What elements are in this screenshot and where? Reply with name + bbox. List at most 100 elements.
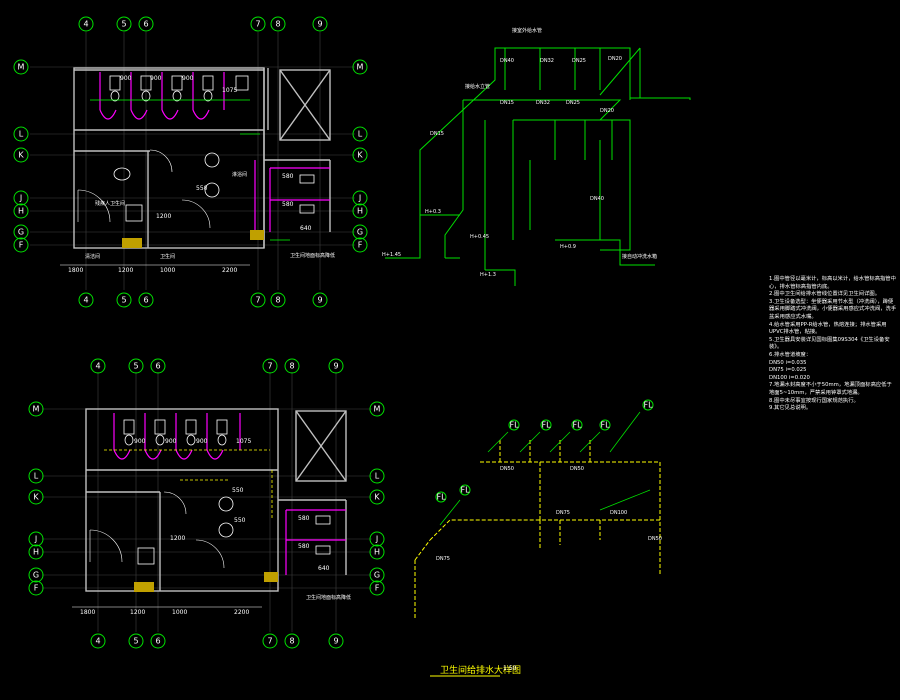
note-line-8: DN100 i=0.020 bbox=[769, 374, 810, 381]
dim-bot-int-2: 900 bbox=[196, 438, 208, 445]
iso-w-elev-1: H+0.3 bbox=[425, 209, 441, 215]
axis-top-l3: J bbox=[19, 194, 22, 203]
dim-top-int-6: 580 bbox=[282, 173, 294, 180]
iso-w-label-2: DN25 bbox=[572, 58, 586, 64]
axis-top-b5: 9 bbox=[317, 296, 322, 305]
axis-bot-r1: L bbox=[375, 472, 380, 481]
axis-top-l4: H bbox=[18, 207, 24, 216]
note-line-0: 1.图中管径以毫米计，标高以米计，给水管标高指管中心，排水管标高指管内底。 bbox=[769, 276, 896, 290]
hatch-bottom-2 bbox=[264, 572, 278, 582]
dim-bot-int-8: 640 bbox=[318, 565, 330, 572]
iso-w-elev-3: H+1.3 bbox=[480, 272, 496, 278]
axis-bot-l0: M bbox=[33, 405, 40, 414]
dims-bottom: 1800 1200 1000 2200 900 900 900 1075 550… bbox=[72, 438, 351, 616]
iso-d-fix-5: FL bbox=[460, 486, 470, 495]
iso-w-note-0: 接室外给水管 bbox=[512, 27, 542, 34]
iso-drain-labels: DN50 DN50 DN75 DN100 DN50 DN75 bbox=[436, 466, 662, 562]
axis-bot-a5: 9 bbox=[333, 362, 338, 371]
note-label-top: 卫生间地面标高降低 bbox=[290, 252, 335, 259]
iso-w-label-7: DN20 bbox=[600, 108, 614, 114]
axis-top-b3: 7 bbox=[255, 296, 260, 305]
axis-bot-b4: 8 bbox=[289, 637, 294, 646]
iso-w-elev-0: H+1.45 bbox=[382, 252, 401, 258]
plan-bottom: 1800 1200 1000 2200 900 900 900 1075 550… bbox=[28, 358, 385, 649]
note-line-6: DN50 i=0.035 bbox=[769, 359, 807, 366]
axis-top-r0: M bbox=[357, 63, 364, 72]
iso-d-fix-2: FL bbox=[572, 421, 582, 430]
dim-bot-int-9: 550 bbox=[234, 517, 246, 524]
partitions-top bbox=[99, 72, 330, 240]
iso-d-label-1: DN50 bbox=[570, 466, 584, 472]
walls-top bbox=[73, 67, 331, 249]
axis-bot-l2: K bbox=[33, 493, 39, 502]
dim-top-0: 1800 bbox=[68, 267, 83, 274]
dim-top-int-4: 550 bbox=[196, 185, 208, 192]
axes-plan-bottom: 4 5 6 7 8 9 4 5 6 7 8 9 M L K J H G F M … bbox=[28, 358, 385, 649]
axis-top-b4: 8 bbox=[275, 296, 280, 305]
hatch-top-1 bbox=[122, 238, 142, 248]
axis-top-b1: 5 bbox=[121, 296, 126, 305]
partitions-bottom bbox=[113, 413, 346, 575]
note-line-7: DN75 i=0.025 bbox=[769, 367, 807, 374]
axis-bot-r0: M bbox=[374, 405, 381, 414]
walls-bottom bbox=[85, 408, 347, 592]
axis-bot-a3: 7 bbox=[267, 362, 272, 371]
iso-d-label-5: DN75 bbox=[436, 556, 450, 562]
iso-drain-risers bbox=[439, 411, 651, 526]
iso-drain-fixtures: FL FL FL FL FL FL FL bbox=[435, 399, 654, 503]
note-label-bottom: 卫生间地面标高降低 bbox=[306, 594, 351, 601]
axis-bot-b5: 9 bbox=[333, 637, 338, 646]
doors-top bbox=[77, 149, 211, 229]
iso-w-label-8: DN15 bbox=[430, 131, 444, 137]
dim-top-int-1: 900 bbox=[150, 75, 162, 82]
axis-bot-l5: G bbox=[33, 571, 39, 580]
axis-bot-b3: 7 bbox=[267, 637, 272, 646]
iso-d-label-3: DN100 bbox=[610, 510, 627, 516]
dim-bot-int-0: 900 bbox=[134, 438, 146, 445]
axis-bot-a1: 5 bbox=[133, 362, 138, 371]
iso-w-note-2: 接自动冲洗水箱 bbox=[622, 253, 657, 260]
dim-bot-0: 1800 bbox=[80, 609, 95, 616]
dim-top-int-0: 900 bbox=[120, 75, 132, 82]
axis-top-a4: 8 bbox=[275, 20, 280, 29]
axis-top-a3: 7 bbox=[255, 20, 260, 29]
note-line-5: 6.排水管道坡度： bbox=[769, 351, 812, 358]
dim-bot-1: 1200 bbox=[130, 609, 145, 616]
axis-top-l0: M bbox=[18, 63, 25, 72]
axis-bot-a2: 6 bbox=[155, 362, 160, 371]
dim-top-3: 2200 bbox=[222, 267, 237, 274]
axis-bot-l4: H bbox=[33, 548, 39, 557]
axis-top-l2: K bbox=[18, 151, 24, 160]
axis-top-a2: 6 bbox=[143, 20, 148, 29]
axis-top-r2: K bbox=[357, 151, 363, 160]
iso-d-fix-4: FL bbox=[643, 401, 653, 410]
iso-w-elev-4: H+0.9 bbox=[560, 244, 576, 250]
axis-top-r3: J bbox=[358, 194, 361, 203]
axis-bot-r4: H bbox=[374, 548, 380, 557]
hatch-top-2 bbox=[250, 230, 264, 240]
iso-water-pipes bbox=[385, 47, 691, 286]
note-line-4: 5.卫生器具安装详见国标图集09S304《卫生设备安装》。 bbox=[769, 336, 890, 351]
dim-bot-int-6: 580 bbox=[298, 515, 310, 522]
axis-top-b0: 4 bbox=[83, 296, 88, 305]
note-line-3: 4.给水管采用PP-R给水管，热熔连接；排水管采用UPVC排水管，粘接。 bbox=[769, 321, 887, 336]
doors-bottom bbox=[89, 491, 225, 569]
iso-d-fix-3: FL bbox=[600, 421, 610, 430]
iso-drainage: FL FL FL FL FL FL FL DN50 DN50 DN75 DN10… bbox=[414, 399, 662, 620]
grid-lines-bottom bbox=[42, 372, 372, 632]
fixtures-bottom bbox=[123, 419, 331, 565]
note-line-2: 3.卫生设备选型：坐便器采用节水型（冲洗阀），蹲便器采用脚踏式冲洗阀，小便器采用… bbox=[769, 298, 897, 320]
axis-bot-a0: 4 bbox=[95, 362, 100, 371]
scale-label: 1:50 bbox=[503, 665, 517, 672]
grid-lines-top bbox=[30, 32, 355, 290]
dim-bot-2: 1000 bbox=[172, 609, 187, 616]
iso-d-label-2: DN75 bbox=[556, 510, 570, 516]
pipes-top bbox=[90, 99, 290, 241]
dim-top-int-3: 1075 bbox=[222, 87, 237, 94]
dim-bot-int-5: 1200 bbox=[170, 535, 185, 542]
dim-bot-int-3: 1075 bbox=[236, 438, 251, 445]
iso-w-label-6: DN25 bbox=[566, 100, 580, 106]
axis-top-a0: 4 bbox=[83, 20, 88, 29]
iso-w-label-0: DN40 bbox=[500, 58, 514, 64]
